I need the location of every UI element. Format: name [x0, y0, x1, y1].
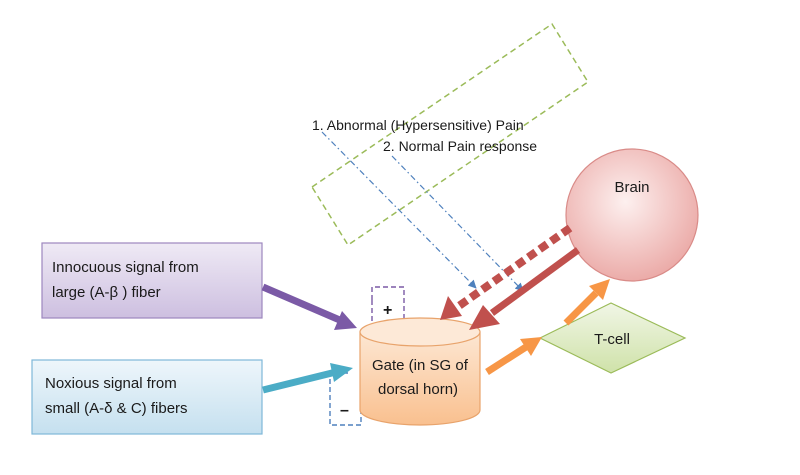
innocuous-to-gate-arrow-shaft: [261, 283, 344, 325]
noxious-to-gate-arrow-head: [330, 363, 353, 382]
t-cell-node: T-cell: [538, 302, 687, 374]
normal-pain-dashed-line: [391, 155, 524, 292]
abnormal-pain-dashed-line: [321, 131, 477, 289]
brain-to-gate-solid-arrow-shaft: [489, 247, 581, 316]
noxious-signal-line2: small (A-δ & C) fibers: [45, 400, 188, 417]
gate-label-line2: dorsal horn): [378, 381, 458, 398]
innocuous-signal-line2: large (A-β ) fiber: [52, 284, 161, 301]
abnormal-pain-label: 1. Abnormal (Hypersensitive) Pain: [312, 117, 524, 133]
innocuous-to-gate-arrow-head: [334, 311, 357, 330]
tcell-to-brain-arrow-head: [589, 279, 610, 300]
brain-node: Brain: [565, 148, 699, 282]
gate-to-tcell-arrow-shaft: [485, 344, 528, 375]
noxious-to-gate-arrow-shaft: [262, 368, 337, 394]
pain-pathway-dashed-box: [310, 22, 590, 247]
gate-node: Gate (in SG of dorsal horn): [359, 317, 481, 426]
gate-to-tcell-arrow-head: [520, 337, 542, 356]
gate-label-line1: Gate (in SG of: [372, 357, 469, 374]
normal-pain-label: 2. Normal Pain response: [383, 138, 537, 154]
brain-to-gate-dashed-arrow-shaft: [453, 224, 573, 312]
innocuous-signal-node: Innocuous signal from large (A-β ) fiber: [41, 242, 263, 319]
plus-sign: +: [383, 302, 392, 319]
brain-label: Brain: [614, 179, 649, 196]
innocuous-signal-line1: Innocuous signal from: [52, 259, 199, 276]
tcell-to-brain-arrow-shaft: [563, 290, 599, 326]
noxious-signal-node: Noxious signal from small (A-δ & C) fibe…: [31, 359, 263, 435]
minus-sign: –: [340, 402, 349, 419]
brain-to-gate-solid-arrow-head: [469, 305, 500, 330]
t-cell-label: T-cell: [594, 331, 630, 348]
noxious-signal-line1: Noxious signal from: [45, 375, 177, 392]
brain-to-gate-dashed-arrow-head: [440, 296, 462, 320]
